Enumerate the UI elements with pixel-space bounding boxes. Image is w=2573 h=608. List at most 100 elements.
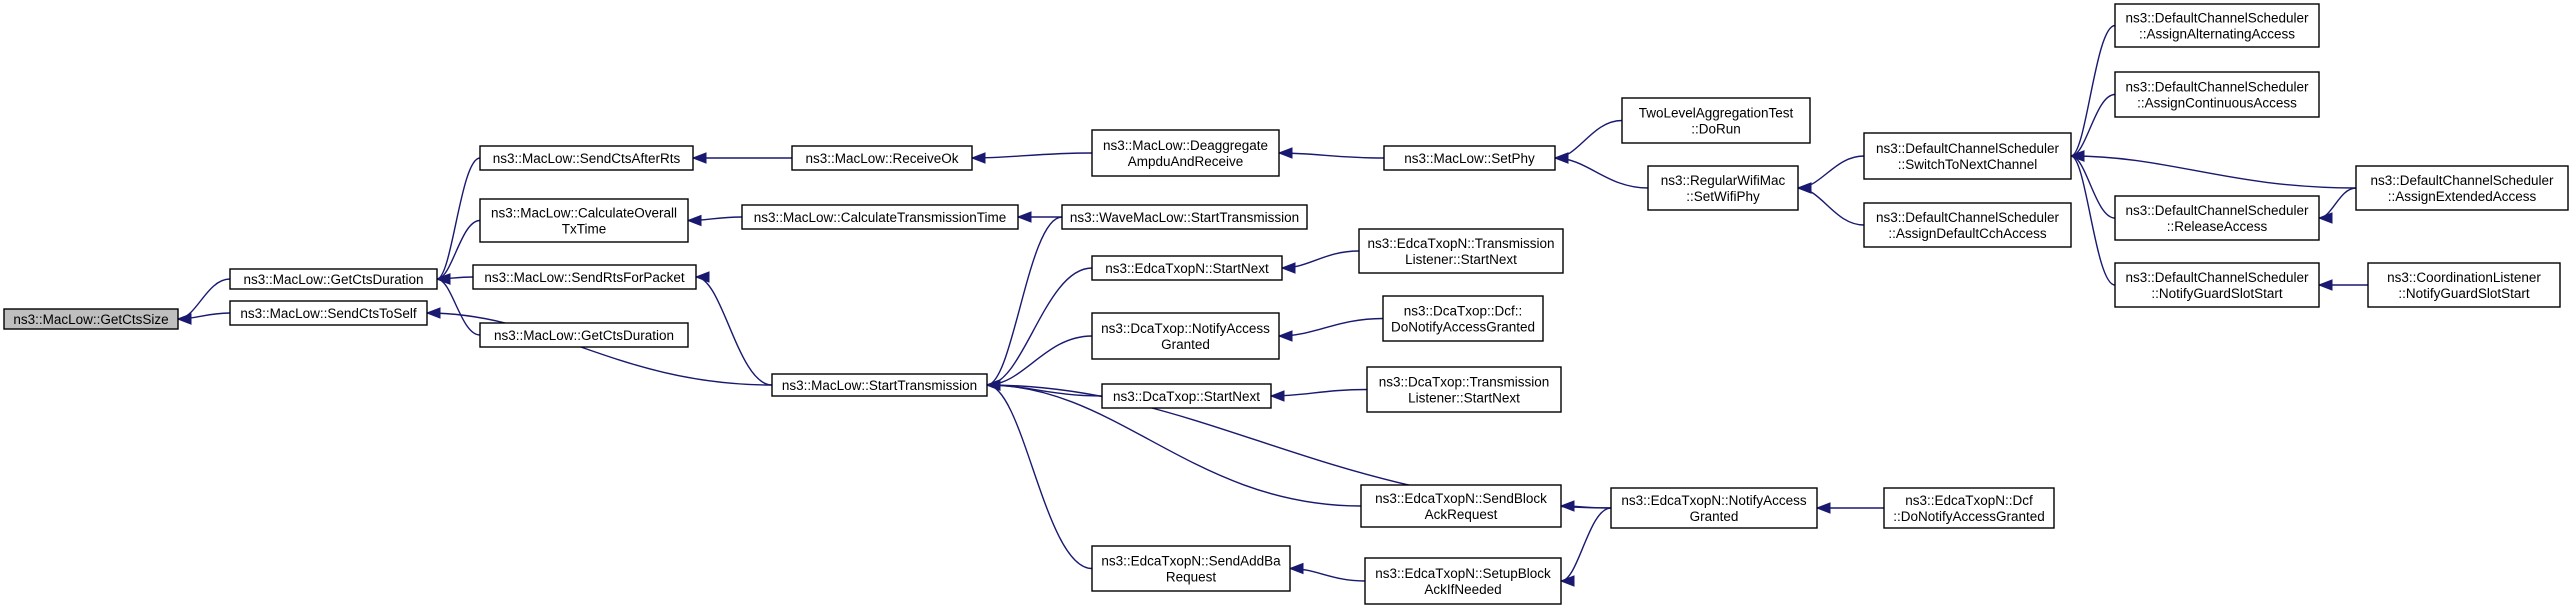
graph-node[interactable]: ns3::DefaultChannelScheduler::AssignDefa…	[1863, 202, 2072, 248]
graph-node[interactable]: ns3::RegularWifiMac::SetWifiPhy	[1647, 165, 1799, 211]
node-label: ns3::DefaultChannelScheduler	[2125, 270, 2309, 285]
graph-node[interactable]: ns3::MacLow::GetCtsSize	[3, 308, 179, 330]
call-edge	[2069, 150, 2116, 286]
edge-line	[971, 152, 1093, 159]
node-label: ns3::MacLow::SendCtsToSelf	[240, 306, 417, 321]
node-label: Listener::StartNext	[1405, 252, 1517, 267]
arrowhead	[1277, 147, 1293, 159]
node-label: ns3::EdcaTxopN::NotifyAccess	[1621, 493, 1807, 508]
graph-node[interactable]: ns3::EdcaTxopN::Dcf::DoNotifyAccessGrant…	[1883, 487, 2055, 529]
graph-node[interactable]: ns3::DefaultChannelScheduler::AssignExte…	[2355, 165, 2569, 211]
node-box	[479, 198, 689, 243]
graph-node[interactable]: ns3::MacLow::SendCtsToSelf	[229, 300, 428, 326]
edge-line	[986, 384, 1362, 507]
node-label: ns3::MacLow::ReceiveOk	[805, 151, 958, 166]
graph-node[interactable]: ns3::DefaultChannelScheduler::AssignAlte…	[2114, 3, 2320, 48]
node-box	[479, 145, 694, 171]
arrowhead	[1269, 390, 1285, 402]
arrowhead	[2317, 279, 2333, 291]
graph-node[interactable]: ns3::MacLow::GetCtsDuration	[229, 268, 438, 290]
node-box	[479, 322, 689, 348]
node-label: ns3::DefaultChannelScheduler	[2125, 80, 2309, 95]
node-box	[1360, 484, 1562, 528]
node-label: ns3::DcaTxop::NotifyAccess	[1101, 321, 1270, 336]
graph-node[interactable]: ns3::MacLow::SendCtsAfterRts	[479, 145, 694, 171]
arrowhead	[2069, 150, 2085, 162]
edge-line	[1554, 119, 1623, 159]
node-box	[1091, 312, 1280, 360]
graph-node[interactable]: ns3::DefaultChannelScheduler::AssignCont…	[2114, 71, 2320, 118]
node-label: ns3::MacLow::GetCtsDuration	[243, 272, 423, 287]
graph-node[interactable]: ns3::DefaultChannelScheduler::SwitchToNe…	[1863, 132, 2072, 180]
call-edge	[2069, 24, 2116, 162]
graph-node[interactable]: ns3::MacLow::GetCtsDuration	[479, 322, 689, 348]
edges-layer	[176, 24, 2368, 587]
graph-node[interactable]: ns3::MacLow::SetPhy	[1383, 145, 1556, 171]
node-box	[1621, 97, 1811, 144]
node-label: ns3::EdcaTxopN::StartNext	[1105, 261, 1269, 276]
node-box	[1091, 255, 1283, 281]
graph-node[interactable]: ns3::DefaultChannelScheduler::ReleaseAcc…	[2114, 195, 2320, 241]
edge-line	[1797, 187, 1865, 226]
node-label: ns3::EdcaTxopN::Dcf	[1905, 493, 2033, 508]
call-edge	[694, 271, 773, 386]
node-label: ns3::EdcaTxopN::Transmission	[1367, 236, 1554, 251]
graph-node[interactable]: ns3::DcaTxop::Dcf::DoNotifyAccessGranted	[1382, 295, 1544, 342]
node-label: AckIfNeeded	[1424, 582, 1501, 597]
graph-node[interactable]: ns3::WaveMacLow::StartTransmission	[1061, 204, 1308, 230]
node-box	[2367, 262, 2561, 308]
arrowhead	[694, 271, 710, 283]
node-label: ns3::MacLow::CalculateTransmissionTime	[754, 210, 1007, 225]
call-edge	[2069, 150, 2116, 219]
graph-node[interactable]: ns3::CoordinationListener::NotifyGuardSl…	[2367, 262, 2561, 308]
node-label: ::ReleaseAccess	[2167, 219, 2268, 234]
arrowhead	[2317, 212, 2333, 224]
graph-node[interactable]: ns3::EdcaTxopN::StartNext	[1091, 255, 1283, 281]
edge-line	[2070, 155, 2357, 189]
node-label: ::SetWifiPhy	[1686, 189, 1760, 204]
graph-node[interactable]: ns3::DcaTxop::TransmissionListener::Star…	[1366, 366, 1562, 413]
arrowhead	[691, 152, 707, 164]
arrowhead	[1796, 182, 1812, 194]
edge-line	[1560, 507, 1612, 582]
call-edge	[425, 307, 773, 386]
graph-node[interactable]: ns3::EdcaTxopN::TransmissionListener::St…	[1358, 228, 1564, 274]
node-label: ns3::EdcaTxopN::SendBlock	[1375, 491, 1547, 506]
arrowhead	[435, 273, 451, 285]
graph-node[interactable]: TwoLevelAggregationTest::DoRun	[1621, 97, 1811, 144]
edge-line	[986, 216, 1063, 386]
node-label: ns3::WaveMacLow::StartTransmission	[1070, 210, 1299, 225]
arrowhead	[985, 379, 1001, 391]
node-box	[741, 204, 1019, 230]
arrowhead	[176, 313, 192, 325]
graph-node[interactable]: ns3::DcaTxop::StartNext	[1101, 383, 1272, 409]
node-label: AmpduAndReceive	[1128, 154, 1244, 169]
node-box	[1091, 545, 1291, 592]
call-edge	[1553, 152, 1649, 189]
node-label: ns3::EdcaTxopN::SendAddBa	[1101, 554, 1281, 569]
graph-node[interactable]: ns3::MacLow::CalculateTransmissionTime	[741, 204, 1019, 230]
graph-node[interactable]: ns3::MacLow::StartTransmission	[771, 373, 988, 397]
node-box	[2114, 71, 2320, 118]
node-label: ns3::DefaultChannelScheduler	[1876, 141, 2060, 156]
node-label: ::AssignDefaultCchAccess	[1888, 226, 2047, 241]
node-label: ::NotifyGuardSlotStart	[2398, 286, 2530, 301]
edge-line	[436, 157, 481, 280]
graph-node[interactable]: ns3::DcaTxop::NotifyAccessGranted	[1091, 312, 1280, 360]
node-box	[229, 300, 428, 326]
node-box	[1383, 145, 1556, 171]
arrowhead	[1559, 500, 1575, 512]
edge-line	[2070, 24, 2116, 157]
graph-node[interactable]: ns3::MacLow::ReceiveOk	[791, 145, 973, 171]
graph-node[interactable]: ns3::EdcaTxopN::NotifyAccessGranted	[1610, 487, 1818, 529]
graph-node[interactable]: ns3::DefaultChannelScheduler::NotifyGuar…	[2114, 262, 2320, 308]
graph-node[interactable]: ns3::MacLow::SendRtsForPacket	[472, 264, 697, 290]
node-label: TwoLevelAggregationTest	[1639, 106, 1794, 121]
call-edge	[2069, 93, 2116, 162]
